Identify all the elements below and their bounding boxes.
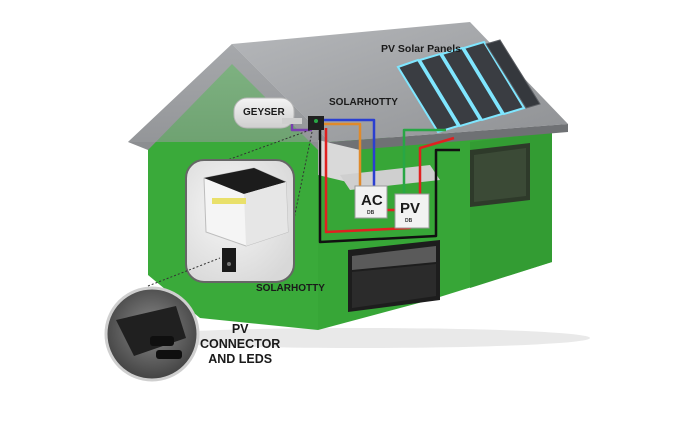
solar-panel-4 — [462, 40, 526, 116]
zoom-unit-bracket — [222, 248, 236, 272]
solarhotty-label-top: SOLARHOTTY — [329, 97, 398, 108]
zoom-unit-side — [244, 182, 288, 246]
pv-connector-line-3: AND LEDS — [208, 351, 273, 366]
wire-black — [318, 128, 460, 244]
solarhotty-led — [314, 119, 318, 123]
solar-panel-5 — [485, 39, 541, 109]
geyser-label: GEYSER — [243, 107, 285, 118]
pv-connector-line-1: PV — [231, 322, 249, 336]
ac-db-box — [354, 185, 388, 219]
zoom-unit-label-strip — [212, 198, 246, 204]
pv-connector-line-2: CONNECTOR — [200, 336, 281, 351]
solarhotty-label-wall: SOLARHOTTY — [256, 283, 325, 294]
geyser-tank — [233, 97, 302, 129]
solar-panel-3 — [440, 46, 504, 122]
pv-box-label: PV — [400, 200, 421, 217]
zoom-unit-top — [204, 168, 286, 194]
porch-ledge — [340, 165, 440, 190]
ground-shadow — [130, 328, 590, 348]
pv-box-sub-label: DB — [405, 218, 413, 224]
porch-roof — [318, 140, 360, 185]
connector-plug-1 — [150, 336, 174, 346]
solar-panel-2 — [418, 52, 482, 128]
connector-plug-2 — [156, 350, 182, 359]
wire-orange — [314, 122, 362, 190]
pv-solar-panels — [396, 39, 541, 134]
roof-edge — [330, 124, 568, 152]
solarhotty-zoom-bubble — [185, 159, 295, 283]
solar-panel-1 — [396, 58, 460, 134]
wire-red-2 — [418, 136, 455, 196]
wire-green — [402, 128, 446, 196]
window-glass — [474, 148, 526, 202]
pv-connector-label: PV CONNECTOR AND LEDS — [200, 322, 280, 366]
garage-beam — [352, 246, 436, 270]
callout-line-3 — [147, 257, 221, 287]
geyser-bracket — [282, 118, 302, 124]
wire-blue — [318, 118, 376, 190]
geyser-body — [233, 97, 295, 129]
zoom-unit-screw — [227, 262, 231, 266]
ac-box-label: AC — [361, 192, 383, 209]
pv-solar-panels-label: PV Solar Panels — [381, 43, 461, 55]
pv-db-box — [394, 193, 430, 229]
pv-connector-circle — [104, 257, 221, 382]
ac-box-sub-label: DB — [367, 210, 375, 216]
garage-interior — [352, 264, 436, 308]
